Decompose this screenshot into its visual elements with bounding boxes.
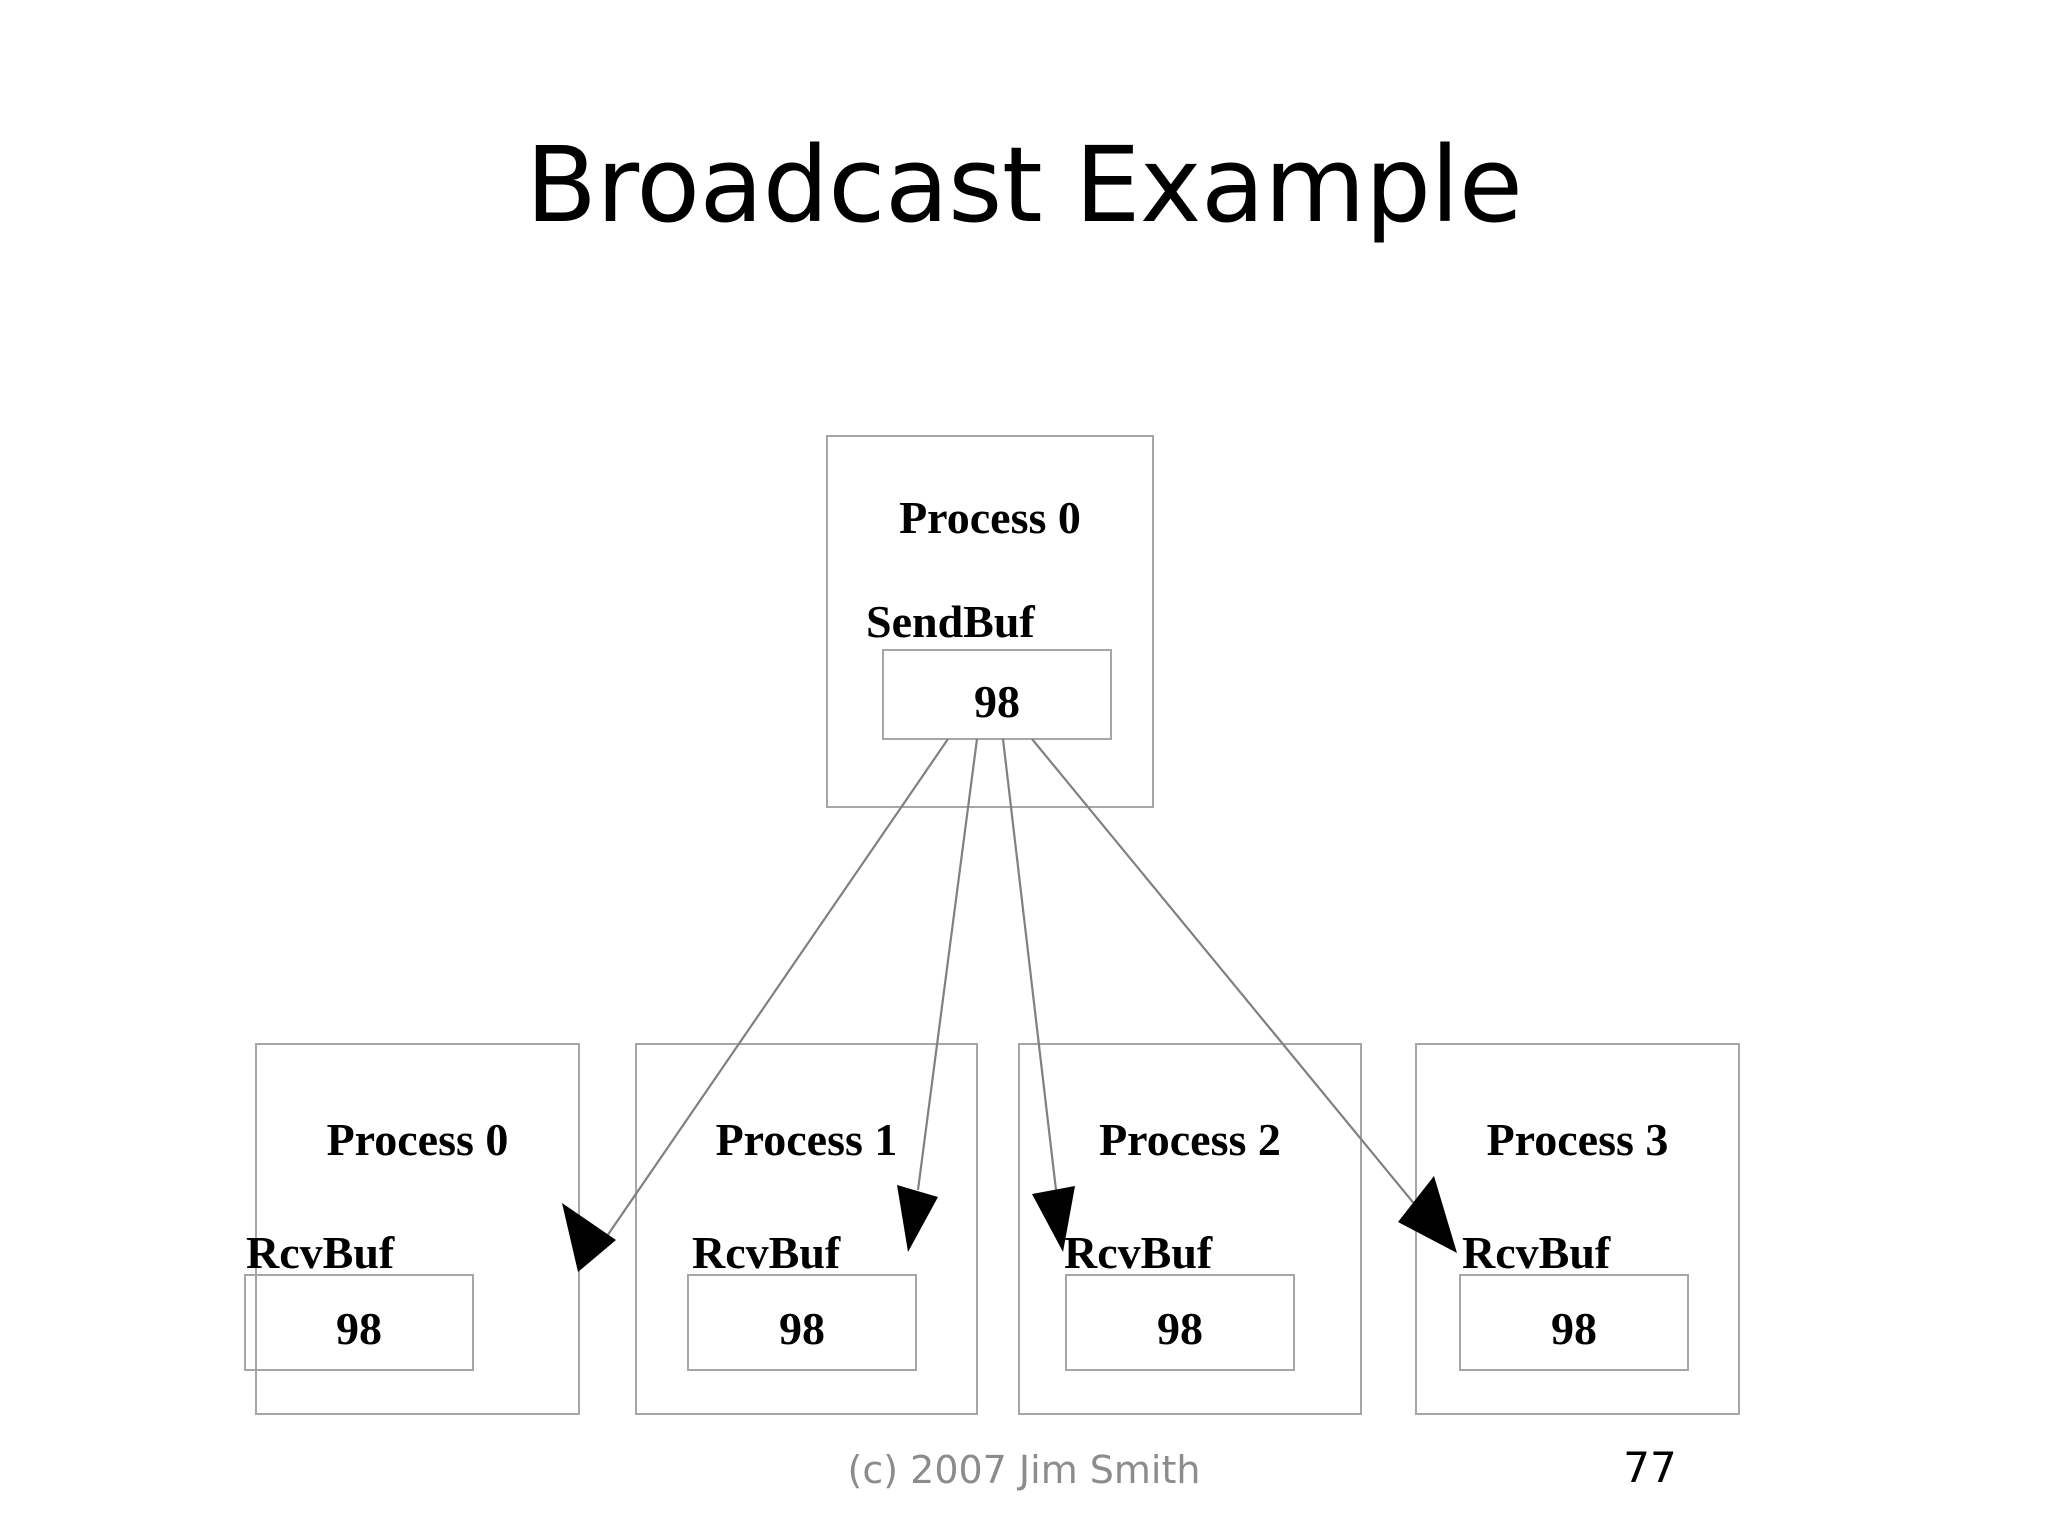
receiver-process-label-1: Process 1 <box>715 1114 898 1165</box>
rcvbuf-value-1: 98 <box>779 1303 825 1354</box>
receiver-process-box-0: Process 0 RcvBuf 98 <box>244 1043 580 1415</box>
rcvbuf-label-3: RcvBuf <box>1462 1227 1611 1278</box>
rcvbuf-value-0: 98 <box>336 1303 382 1354</box>
receiver-process-box-3: Process 3 RcvBuf 98 <box>1415 1043 1740 1415</box>
rcvbuf-value-3: 98 <box>1551 1303 1597 1354</box>
rcvbuf-box-2: 98 <box>1065 1274 1295 1371</box>
sendbuf-box: 98 <box>882 649 1112 740</box>
receiver-process-label-2: Process 2 <box>1099 1114 1281 1165</box>
receiver-process-label-0: Process 0 <box>326 1114 509 1165</box>
sendbuf-value: 98 <box>974 676 1020 727</box>
rcvbuf-label-1: RcvBuf <box>692 1227 841 1278</box>
sender-process-box: Process 0 SendBuf 98 <box>826 435 1154 808</box>
sender-process-label: Process 0 <box>899 492 1081 543</box>
rcvbuf-box-3: 98 <box>1459 1274 1689 1371</box>
rcvbuf-label-0: RcvBuf <box>246 1227 395 1278</box>
receiver-process-label-3: Process 3 <box>1486 1114 1669 1165</box>
sendbuf-label: SendBuf <box>866 596 1035 647</box>
receiver-process-box-2: Process 2 RcvBuf 98 <box>1018 1043 1362 1415</box>
rcvbuf-value-2: 98 <box>1157 1303 1203 1354</box>
rcvbuf-box-0: 98 <box>244 1274 474 1371</box>
rcvbuf-box-1: 98 <box>687 1274 917 1371</box>
page-number: 77 <box>1623 1443 1677 1492</box>
rcvbuf-label-2: RcvBuf <box>1064 1227 1213 1278</box>
copyright-credit: (c) 2007 Jim Smith <box>847 1448 1201 1492</box>
page-title: Broadcast Example <box>525 124 1523 246</box>
receiver-process-box-1: Process 1 RcvBuf 98 <box>635 1043 978 1415</box>
